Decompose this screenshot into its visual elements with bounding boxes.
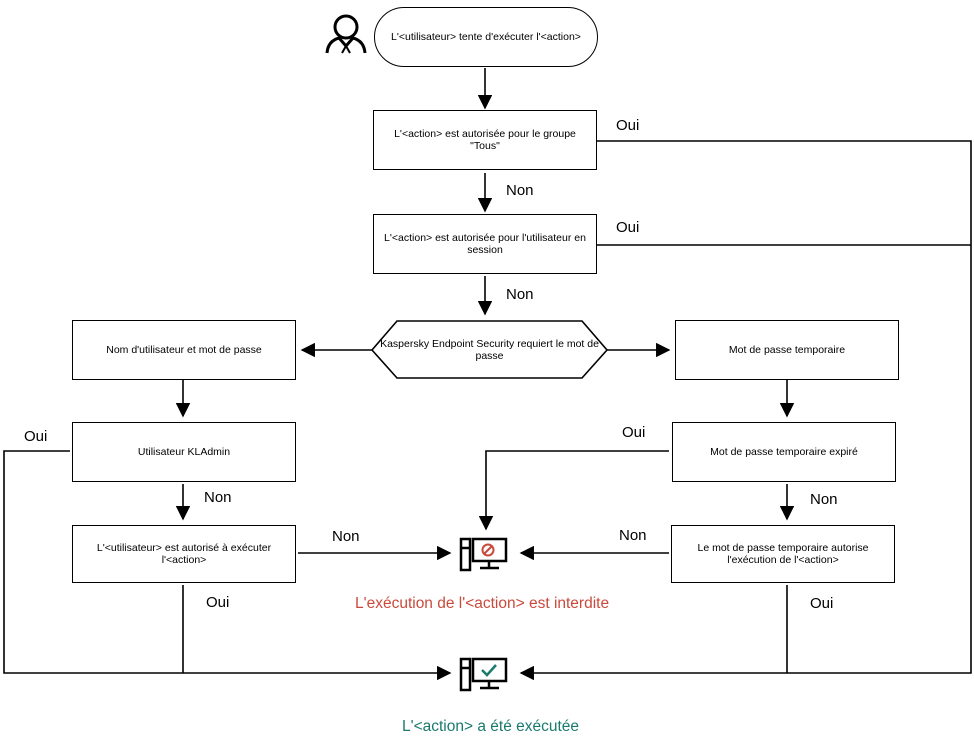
edge-label-oui-all: Oui (616, 117, 640, 134)
node-temp-password: Mot de passe temporaire (675, 320, 899, 380)
edge-label-non-kladmin: Non (204, 489, 232, 506)
user-icon (325, 14, 367, 54)
edge-label-oui-temp-allows: Oui (810, 595, 834, 612)
node-requires-password: Kaspersky Endpoint Security requiert le … (380, 338, 599, 362)
edge-label-oui-session: Oui (616, 219, 640, 236)
node-allowed-session: L'<action> est autorisée pour l'utilisat… (373, 214, 597, 274)
computer-forbidden-icon (459, 537, 508, 572)
edge-label-oui-expired: Oui (622, 424, 646, 441)
result-forbidden: L'exécution de l'<action> est interdite (355, 595, 610, 612)
edge-label-non-user-allowed: Non (332, 528, 360, 545)
node-kladmin: Utilisateur KLAdmin (72, 422, 296, 482)
node-start: L'<utilisateur> tente d'exécuter l'<acti… (374, 7, 598, 67)
edge-label-non-all: Non (506, 182, 534, 199)
edge-label-oui-user-allowed: Oui (206, 594, 230, 611)
edge-label-non-session: Non (506, 286, 534, 303)
flow-kladmin-oui (3, 450, 452, 681)
edge-label-oui-kladmin: Oui (24, 428, 48, 445)
node-temp-allows: Le mot de passe temporaire autorise l'ex… (671, 525, 895, 583)
edge-label-non-expired: Non (810, 491, 838, 508)
flow-temp-expired-oui (478, 450, 669, 531)
flow-all-oui (519, 140, 972, 681)
result-executed: L'<action> a été exécutée (402, 718, 580, 735)
computer-check-icon (459, 657, 508, 692)
node-temp-expired: Mot de passe temporaire expiré (672, 422, 896, 482)
edge-label-non-temp-allows: Non (619, 527, 647, 544)
node-user-allowed: L'<utilisateur> est autorisé à exécuter … (72, 525, 296, 583)
node-allowed-all: L'<action> est autorisée pour le groupe … (373, 110, 597, 170)
node-user-password: Nom d'utilisateur et mot de passe (72, 320, 296, 380)
